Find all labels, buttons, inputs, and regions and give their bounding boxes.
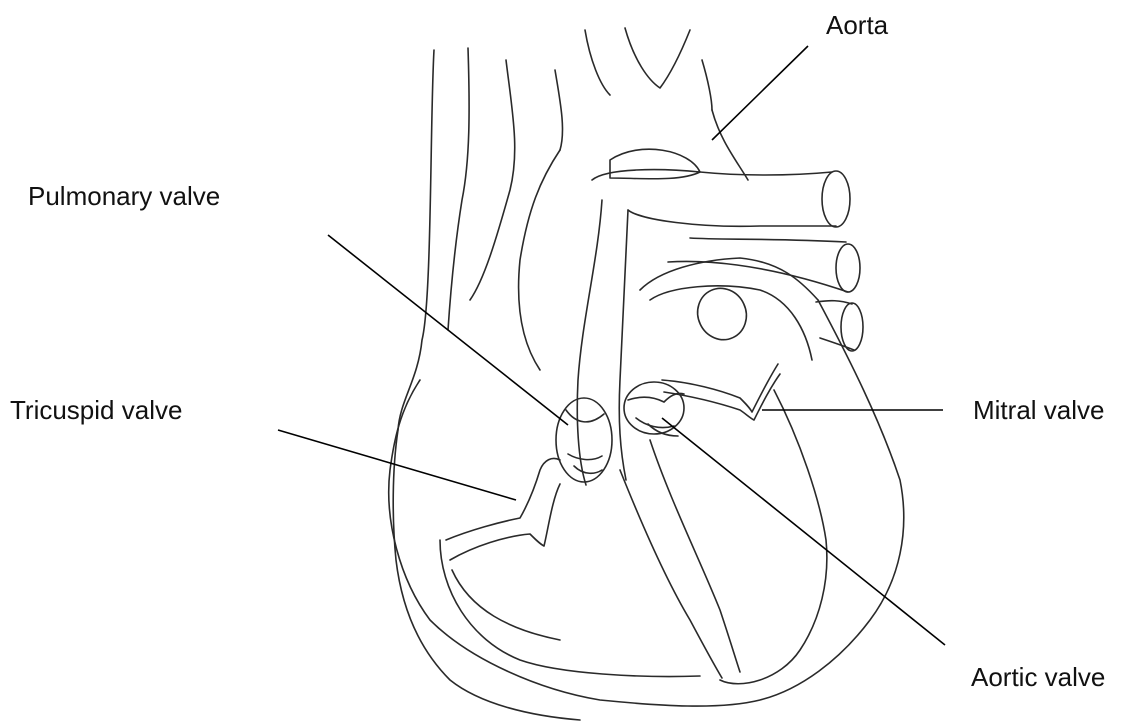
aortic-root [610, 149, 700, 179]
pulmonary-vein-2 [816, 301, 852, 304]
ascending-aorta [519, 150, 560, 370]
vena-cava-divider [470, 60, 515, 300]
aorta-leader [712, 46, 808, 140]
pulmonary-valve-label: Pulmonary valve [28, 183, 220, 209]
tricuspid-valve-label: Tricuspid valve [10, 397, 182, 423]
pulmonary-valve-cusp-3 [574, 466, 602, 473]
pulmonary-valve-leader [328, 235, 568, 425]
aorta-right-wall [712, 110, 748, 180]
pulmonary-trunk-lower [577, 200, 602, 485]
aortic-branch-2 [625, 28, 690, 88]
left-heart-outer [389, 300, 904, 706]
aorta-label: Aorta [826, 12, 888, 38]
septum-right [620, 470, 722, 678]
pulmonary-valve-shape [556, 398, 612, 482]
mitral-valve-label: Mitral valve [973, 397, 1104, 423]
pulmonary-artery-body [619, 210, 628, 480]
tricuspid-valve-shape [446, 458, 560, 540]
superior-vena-cava [398, 50, 434, 430]
superior-vena-cava-inner [448, 48, 469, 330]
left-atrium-inner [650, 286, 812, 360]
pulmonary-vein-2-end [841, 303, 863, 351]
aortic-branch-3 [702, 60, 712, 110]
pulmonary-trunk-inner [628, 210, 836, 226]
aortic-branch-1b [585, 30, 610, 95]
right-atrium-outer [393, 430, 580, 720]
pulmonary-valve-cusp-1 [566, 410, 604, 422]
right-ventricle-inner-2 [452, 570, 560, 640]
pulmonary-vein-2b [820, 338, 854, 350]
left-atrium-opening [689, 280, 754, 347]
mitral-valve-shape [662, 364, 778, 412]
heart-outline [389, 28, 904, 720]
aortic-valve-cusp-1 [628, 393, 684, 402]
pulmonary-vein-1 [690, 238, 846, 242]
pulmonary-artery-end-top [822, 171, 850, 227]
aortic-valve-label: Aortic valve [971, 664, 1105, 690]
pulmonary-valve-cusp-2 [568, 454, 602, 460]
pulmonary-vein-1-end [836, 244, 860, 292]
aortic-branch-1 [555, 70, 563, 150]
septum-left [650, 440, 740, 672]
